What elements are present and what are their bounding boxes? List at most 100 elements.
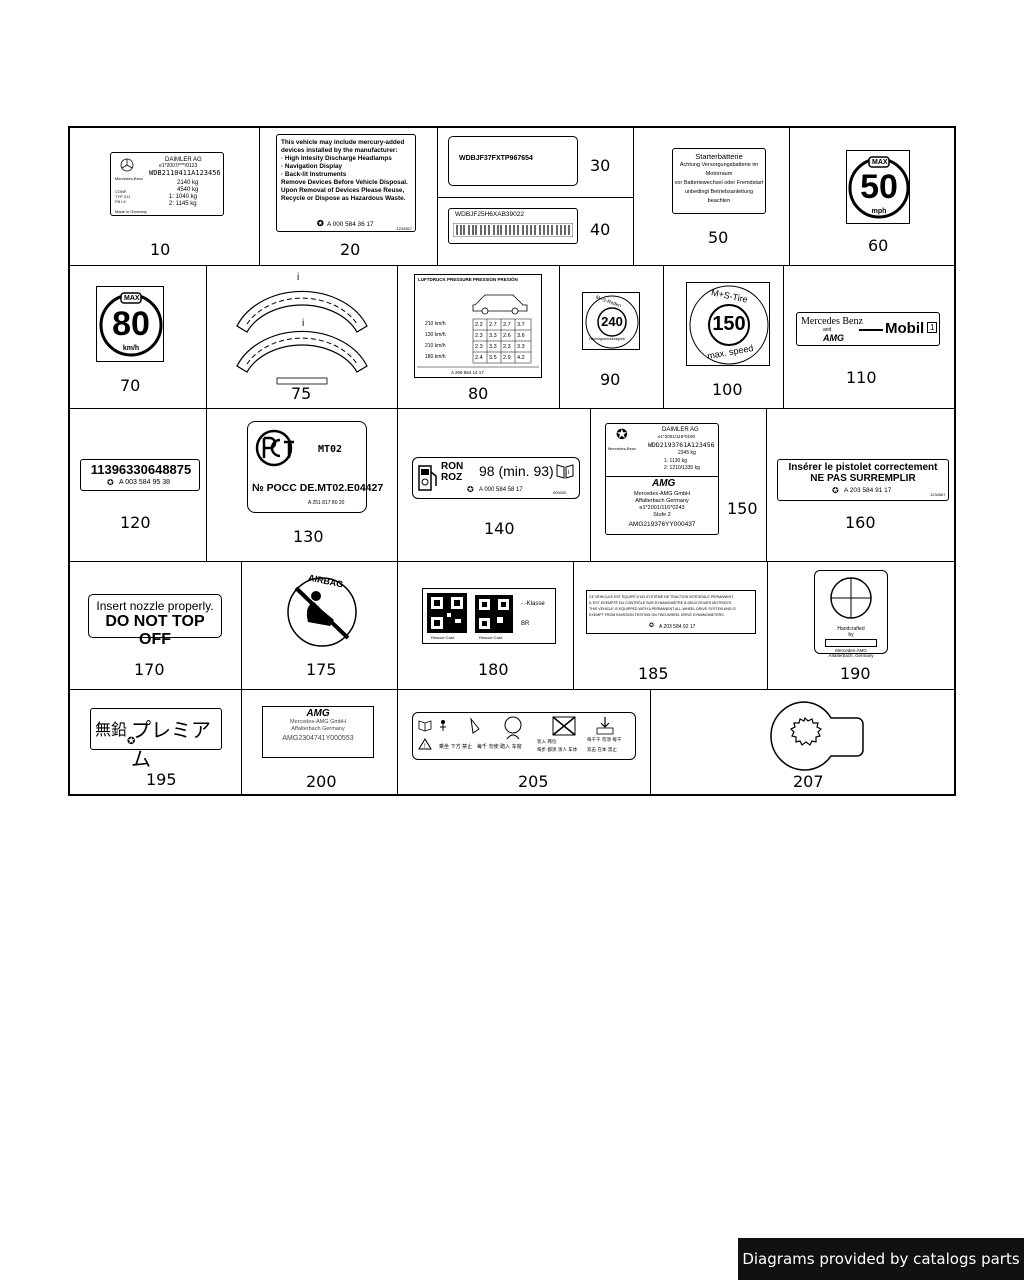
label80-r4c2: 3.5 — [489, 355, 497, 361]
cell-70[interactable]: MAX 80 km/h 70 — [70, 266, 207, 409]
cell-205[interactable]: ! 乘坐 下方 禁止 每千 勿使 踏入 车窗 装入 两包 每步 都须 须人 车体… — [398, 690, 651, 796]
fuel-pump-icon — [418, 465, 437, 491]
svg-text:CONF.: CONF. — [115, 189, 127, 194]
label140-octane: 98 (min. 93) — [479, 463, 554, 479]
label180-klasse: - -Klasse — [521, 601, 545, 607]
label110-num: 1 — [927, 322, 938, 333]
cell-180[interactable]: Rescue Card Rescue Card - -Klasse BR 180 — [398, 562, 574, 690]
callout-40[interactable]: 40 — [590, 220, 611, 239]
cell-140[interactable]: RON ROZ 98 (min. 93) i ✪ A 000 584 58 17… — [398, 409, 591, 562]
cell-20[interactable]: This vehicle may include mercury-added d… — [260, 128, 438, 266]
callout-10[interactable]: 10 — [150, 240, 171, 259]
callout-180[interactable]: 180 — [478, 660, 509, 679]
cell-40[interactable]: WDBJF25H6XAB39022 40 — [438, 198, 634, 266]
callout-90[interactable]: 90 — [600, 370, 621, 389]
label-100: M+S-Tire 150 max. speed — [686, 282, 770, 366]
label-185: CE VÉHICULE EST ÉQUIPÉ D'UN SYSTÈME DE T… — [586, 590, 756, 634]
label-140: RON ROZ 98 (min. 93) i ✪ A 000 584 58 17… — [412, 457, 580, 499]
cell-110[interactable]: Mercedes Benz and AMG Mobil 1 110 — [784, 266, 956, 409]
label20-line-7: Upon Removal of Devices Please Reuse, — [281, 187, 405, 194]
rst-certification-logo — [255, 429, 294, 467]
label195-kanji: 無鉛 — [95, 720, 128, 739]
mercedes-star-icon: ✪ — [832, 486, 839, 495]
label200-line-3: AMG2304741Y000553 — [282, 735, 354, 742]
label20-line-3: · High Intesity Discharge Headlamps — [281, 155, 392, 162]
label-190: Handcrafted by Mercedes-AMG Affalterbach… — [814, 570, 888, 658]
label150-weight-2: 1: 1130 kg — [664, 458, 687, 464]
label195-kana: プレミアム — [131, 718, 211, 771]
callout-175[interactable]: 175 — [306, 660, 337, 679]
cell-170[interactable]: Insert nozzle properly. DO NOT TOP OFF 1… — [70, 562, 242, 690]
qr-codes — [427, 593, 513, 633]
callout-150[interactable]: 150 — [727, 499, 758, 518]
cell-50[interactable]: Starterbatterie Achtung Versorgungsbatte… — [634, 128, 790, 266]
cell-190[interactable]: Handcrafted by Mercedes-AMG Affalterbach… — [768, 562, 956, 690]
callout-185[interactable]: 185 — [638, 664, 669, 683]
label80-r3c2: 3.3 — [489, 344, 497, 350]
signature-box — [825, 639, 877, 647]
callout-190[interactable]: 190 — [840, 664, 871, 683]
label150-amg-line-5: AMG219376YY000437 — [628, 521, 696, 528]
cell-60[interactable]: MAX 50 mph 60 — [790, 128, 956, 266]
cell-30[interactable]: WDBJF37FXTP967654 30 — [438, 128, 634, 198]
label205-caption-4: 每步 都须 须人 车体 — [537, 748, 578, 753]
label120-part: A 003 584 95 38 — [119, 479, 170, 486]
callout-110[interactable]: 110 — [846, 368, 877, 387]
label30-vin: WDBJF37FXTP967654 — [459, 155, 533, 162]
cell-160[interactable]: Insérer le pistolet correctement NE PAS … — [767, 409, 956, 562]
callout-60[interactable]: 60 — [868, 236, 889, 255]
prohibited-icon — [552, 716, 576, 736]
cell-200[interactable]: AMG Mercedes-AMG GmbH Affalterbach Germa… — [242, 690, 398, 796]
cell-175[interactable]: AIRBAG 175 — [242, 562, 398, 690]
callout-30[interactable]: 30 — [590, 156, 611, 175]
airbag-warning-sticker — [287, 577, 357, 647]
label190-line3: Mercedes-AMG — [835, 648, 867, 653]
callout-70[interactable]: 70 — [120, 376, 141, 395]
callout-120[interactable]: 120 — [120, 513, 151, 532]
callout-75[interactable]: 75 — [291, 384, 312, 403]
svg-text:Mercedes-Benz: Mercedes-Benz — [115, 176, 143, 181]
label200-line-2: Affalterbach Germany — [291, 726, 345, 732]
cell-90[interactable]: M+S-Reifen 240 Höchstgeschwindigkeit 90 — [560, 266, 664, 409]
callout-20[interactable]: 20 — [340, 240, 361, 259]
manual-book-icon: i — [556, 464, 574, 479]
callout-160[interactable]: 160 — [845, 513, 876, 532]
label180-br: BR — [521, 621, 530, 627]
callout-50[interactable]: 50 — [708, 228, 729, 247]
label70-value: 80 — [112, 305, 150, 343]
callout-130[interactable]: 130 — [293, 527, 324, 546]
cell-195[interactable]: 無鉛 プレミアム ✪ 195 — [70, 690, 242, 796]
callout-80[interactable]: 80 — [468, 384, 489, 403]
label160-line1: Insérer le pistolet correctement — [788, 462, 938, 473]
cell-185[interactable]: CE VÉHICULE EST ÉQUIPÉ D'UN SYSTÈME DE T… — [574, 562, 768, 690]
callout-207[interactable]: 207 — [793, 772, 824, 791]
callout-100[interactable]: 100 — [712, 380, 743, 399]
label-130: MT02 № РОСС DE.MT02.E04427 A 251 817 80 … — [247, 421, 383, 513]
cell-80[interactable]: LUFTDRUCK PRESSURE PRESSION PRESIÓN 210 … — [398, 266, 560, 409]
label205-caption-2: 每千 勿使 踏入 车窗 — [477, 744, 522, 750]
label150-amg-line-3: e1*2001/116*0243 — [639, 505, 685, 511]
label140-part: A 000 584 58 17 — [479, 487, 523, 493]
cell-130[interactable]: MT02 № РОСС DE.MT02.E04427 A 251 817 80 … — [207, 409, 398, 562]
label80-r3c1: 2.3 — [475, 344, 483, 350]
cell-120[interactable]: 11396330648875 ✪ A 003 584 95 38 120 — [70, 409, 207, 562]
label130-code: MT02 — [318, 444, 343, 455]
callout-195[interactable]: 195 — [146, 770, 177, 789]
label70-max: MAX — [124, 295, 140, 302]
cell-150[interactable]: ✪ Mercedes-Benz DAIMLER AG e1*2001/116*0… — [591, 409, 767, 562]
label80-r2c4: 3.6 — [517, 333, 525, 339]
label20-line-2: devices installed by the manufacturer: — [281, 147, 398, 154]
callout-170[interactable]: 170 — [134, 660, 165, 679]
callout-140[interactable]: 140 — [484, 519, 515, 538]
label-180: Rescue Card Rescue Card - -Klasse BR — [422, 588, 556, 644]
cell-207[interactable]: 207 — [651, 690, 956, 796]
label150-brand: Mercedes-Benz — [608, 446, 637, 451]
callout-205[interactable]: 205 — [518, 772, 549, 791]
label190-line2: by — [848, 632, 854, 638]
callout-200[interactable]: 200 — [306, 772, 337, 791]
cell-100[interactable]: M+S-Tire 150 max. speed 100 — [664, 266, 784, 409]
label180-caption-2: Rescue Card — [479, 635, 503, 640]
